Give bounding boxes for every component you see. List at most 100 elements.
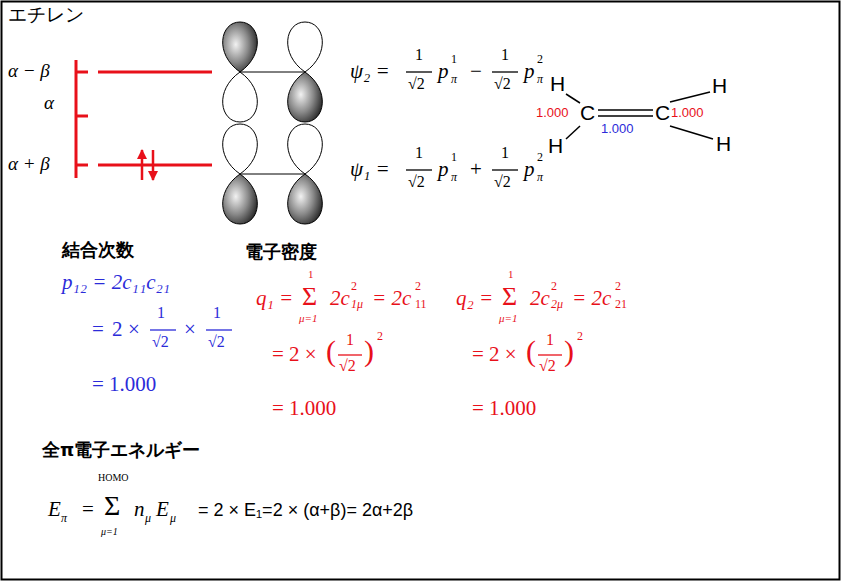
p-orbital bbox=[223, 174, 258, 224]
equation-term: q₁ = bbox=[256, 286, 293, 310]
subscript: π bbox=[451, 171, 457, 185]
p-orbital bbox=[240, 174, 305, 175]
operator: = bbox=[92, 317, 104, 341]
subscript: 1μ bbox=[351, 298, 363, 312]
energy-diagram bbox=[76, 71, 88, 74]
chemical-bond bbox=[566, 126, 580, 139]
fraction-numerator: 1 bbox=[501, 144, 509, 162]
subscript: π bbox=[537, 171, 543, 185]
atom-label: C bbox=[580, 101, 595, 125]
sum-limit: HOMO bbox=[98, 472, 129, 484]
atom-label: H bbox=[716, 132, 731, 156]
energy-label: α bbox=[44, 92, 54, 114]
fraction-denominator: √2 bbox=[494, 75, 511, 93]
operator: = bbox=[82, 497, 94, 521]
superscript: 2 bbox=[615, 280, 621, 294]
fraction-denominator: √2 bbox=[408, 173, 425, 191]
fraction-bar bbox=[538, 354, 562, 355]
equation-term: p bbox=[524, 157, 535, 181]
chemical-bond bbox=[598, 109, 653, 111]
subscript: 2μ bbox=[551, 298, 563, 312]
equation-term: = 2c bbox=[572, 286, 611, 310]
fraction-numerator: 1 bbox=[546, 331, 554, 349]
chemical-bond bbox=[670, 92, 710, 102]
sum-limit: μ=1 bbox=[101, 526, 118, 538]
fraction-denominator: √2 bbox=[494, 173, 511, 191]
sum-limit: μ=1 bbox=[499, 312, 517, 325]
atom-label: C bbox=[655, 101, 670, 125]
subscript: μ bbox=[170, 512, 176, 526]
superscript: 1 bbox=[451, 53, 457, 67]
energy-diagram bbox=[76, 60, 212, 180]
energy-label: α + β bbox=[8, 153, 50, 175]
fraction-bar bbox=[150, 329, 176, 330]
fraction-numerator: 1 bbox=[415, 46, 423, 64]
result: = 1.000 bbox=[472, 396, 536, 420]
result: = 1.000 bbox=[272, 396, 336, 420]
summation: Σ bbox=[502, 282, 517, 312]
fraction-bar bbox=[406, 71, 432, 72]
section-heading: 電子密度 bbox=[245, 242, 317, 263]
equation-term: p bbox=[524, 59, 535, 83]
operator: − bbox=[470, 59, 482, 83]
equation-term: p₁₂ = 2c₁₁c₂₁ bbox=[62, 270, 170, 294]
energy-level bbox=[98, 164, 212, 167]
electron-spin bbox=[152, 150, 155, 180]
operator: × bbox=[128, 317, 140, 341]
superscript: 2 bbox=[577, 330, 583, 344]
chemical-bond bbox=[566, 92, 713, 139]
equation-term: E bbox=[48, 497, 61, 521]
equation-term: n bbox=[134, 497, 145, 521]
p-orbital bbox=[288, 72, 323, 122]
fraction-bar bbox=[338, 354, 362, 355]
fraction-bar bbox=[150, 72, 562, 355]
p-orbital bbox=[288, 124, 323, 174]
equation-term: 2c bbox=[530, 286, 550, 310]
subscript: μ bbox=[145, 512, 151, 526]
subscript: π bbox=[537, 73, 543, 87]
subscript: 21 bbox=[615, 298, 627, 312]
equation-term: ψ₁ = bbox=[350, 157, 390, 181]
fraction-numerator: 1 bbox=[346, 331, 354, 349]
parenthesis: ) bbox=[564, 334, 574, 369]
equation-term: = 2 × bbox=[272, 342, 317, 366]
equation-term: 2c bbox=[330, 286, 350, 310]
energy-diagram bbox=[76, 164, 88, 167]
subscript: π bbox=[61, 512, 67, 526]
summation: Σ bbox=[104, 490, 120, 522]
equation-term: p bbox=[438, 59, 449, 83]
fraction-denominator: √2 bbox=[152, 333, 169, 351]
section-heading: 結合次数 bbox=[62, 240, 134, 261]
chemical-bond bbox=[670, 126, 713, 139]
operator: × bbox=[184, 317, 196, 341]
fraction-numerator: 1 bbox=[157, 304, 165, 322]
fraction-numerator: 1 bbox=[213, 304, 221, 322]
atom-label: H bbox=[712, 74, 727, 98]
energy-diagram bbox=[76, 115, 88, 118]
electron-density: 1.000 bbox=[671, 106, 704, 121]
p-orbital bbox=[240, 72, 305, 73]
sum-limit: 1 bbox=[508, 268, 514, 281]
p-orbital bbox=[223, 22, 258, 72]
parenthesis: ) bbox=[364, 334, 374, 369]
superscript: 2 bbox=[377, 330, 383, 344]
fraction-denominator: √2 bbox=[339, 357, 356, 375]
energy-label: α − β bbox=[8, 60, 50, 82]
equation-term: q₂ = bbox=[456, 286, 493, 310]
equation-term: 2 bbox=[112, 317, 123, 341]
superscript: 1 bbox=[451, 151, 457, 165]
chemical-bond bbox=[598, 115, 653, 117]
parenthesis: ( bbox=[326, 334, 336, 369]
superscript: 2 bbox=[551, 280, 557, 294]
equation-term: E bbox=[156, 497, 169, 521]
electron-spin bbox=[141, 150, 144, 180]
section-heading: 全π電子エネルギー bbox=[42, 440, 200, 461]
equation-term: = 2 × bbox=[472, 342, 517, 366]
superscript: 2 bbox=[537, 53, 543, 67]
energy-level bbox=[98, 71, 212, 74]
equation-term: p bbox=[438, 157, 449, 181]
atom-label: H bbox=[550, 72, 565, 96]
superscript: 2 bbox=[537, 151, 543, 165]
